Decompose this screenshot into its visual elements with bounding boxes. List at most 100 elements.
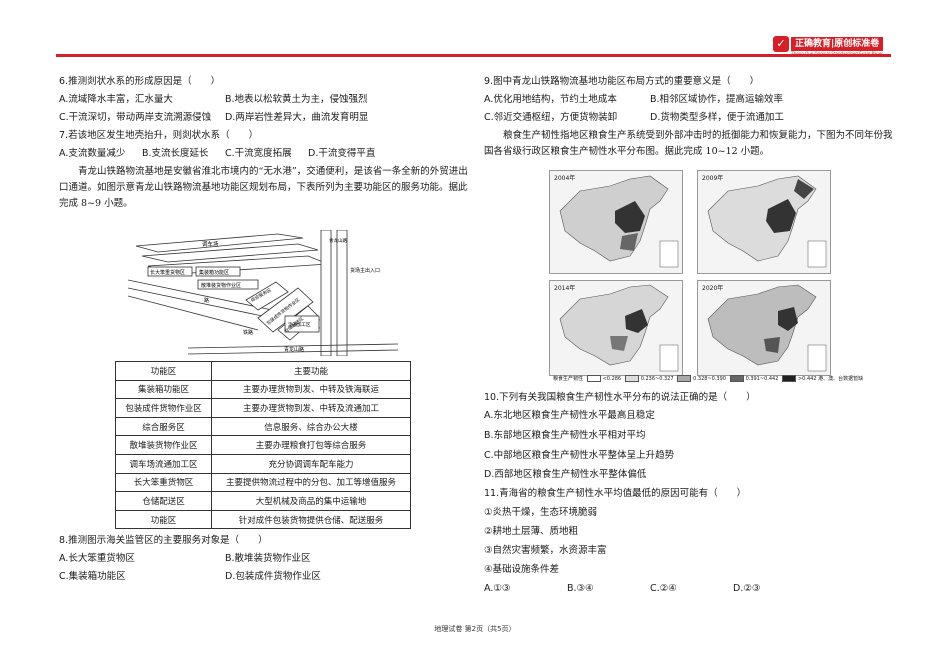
q11-option-c: C.②④	[650, 583, 677, 594]
china-map-shape	[559, 175, 679, 268]
brand-subtitle: Zheng Que Original Standardized Exam Pap…	[791, 51, 883, 56]
question-10-stem: 10.下列有关我国粮食生产韧性水平分布的说法正确的是（ ）	[484, 392, 756, 403]
label-bulky-area: 长大笨重货物区	[150, 269, 185, 276]
checkmark-icon: ✓	[773, 36, 789, 52]
table-cell: 大型机械及商品的集中运输地	[211, 491, 411, 511]
table-cell: 集装箱功能区	[115, 379, 212, 400]
q11-option-d: D.②③	[733, 583, 761, 594]
label-road-top: 青龙山路	[329, 237, 347, 244]
question-8-stem: 8.推测图示海关监管区的主要服务对象是（ ）	[59, 535, 268, 546]
q10-option-d: D.西部地区粮食生产韧性水平整体偏低	[484, 469, 647, 480]
label-container-area: 集装箱功能区	[199, 269, 229, 276]
question-6-stem: 6.推测剡状水系的形成原因是（ ）	[59, 76, 221, 87]
table-row: 调车场流通加工区充分协调调车配车能力	[115, 453, 411, 474]
table-row: 集装箱功能区主要办理货物到发、中转及铁海联运	[115, 379, 411, 400]
legend-swatch	[677, 375, 692, 382]
q11-item-4: ④基础设施条件差	[484, 564, 560, 575]
q9-option-d: D.货物类型多样，便于流通加工	[650, 112, 784, 123]
map-year-label: 2014年	[554, 285, 576, 292]
table-cell: 充分协调调车配车能力	[211, 453, 411, 474]
label-main-entrance: 货场主出入口	[350, 267, 380, 274]
legend-item: 0.328~0.390	[693, 376, 726, 382]
map-year-label: 2009年	[702, 175, 724, 182]
q10-option-a: A.东北地区粮食生产韧性水平最高且稳定	[484, 410, 655, 421]
q10-option-b: B.东部地区粮食生产韧性水平相对平均	[484, 430, 646, 441]
legend-swatch	[586, 375, 601, 382]
q11-item-1: ①炎热干燥，生态环境脆弱	[484, 507, 598, 518]
q6-option-b: B.地表以松软黄土为主，侵蚀强烈	[225, 94, 368, 105]
map-2020: 2020年	[697, 280, 831, 376]
table-cell: 综合服务区	[115, 416, 212, 437]
q7-option-a: A.支流数量减少	[59, 148, 126, 159]
table-cell: 长大笨重货物区	[115, 472, 212, 493]
question-9-stem: 9.图中青龙山铁路物流基地功能区布局方式的重要意义是（ ）	[484, 76, 760, 87]
map-2004: 2004年	[549, 170, 683, 274]
legend-item: >0.442	[797, 376, 817, 382]
china-map-shape	[707, 284, 827, 372]
map-legend: 粮食生产韧性 <0.286 0.236~0.327 0.328~0.390 0.…	[553, 375, 863, 382]
table-row: 散堆装货物作业区主要办理粮食打包等综合服务	[115, 435, 411, 455]
page-footer: 地理试卷 第2页（共5页）	[434, 625, 516, 633]
table-cell: 主要提供物流过程中的分包、加工等增值服务	[211, 472, 411, 493]
map-year-label: 2004年	[554, 175, 576, 182]
china-map-shape	[559, 284, 679, 372]
brand-logo-group: ✓ 正确教育|原创标准卷 Zheng Que Original Standard…	[773, 36, 893, 56]
legend-swatch	[624, 375, 639, 382]
legend-note: 港、澳、台数据暂缺	[818, 376, 864, 382]
question-11-stem: 11.青海省的粮食生产韧性水平均值最低的原因可能有（ ）	[484, 488, 747, 499]
table-cell: 主要办理货物到发、中转及铁海联运	[211, 379, 411, 400]
q7-option-b: B.支流长度延长	[142, 148, 209, 159]
map-2014: 2014年	[549, 280, 683, 376]
q7-option-d: D.干流变得平直	[308, 148, 376, 159]
q11-option-b: B.③④	[567, 583, 594, 594]
map-2009: 2009年	[697, 170, 831, 274]
q6-option-d: D.两岸岩性差异大，曲流发育明显	[225, 112, 369, 123]
label-bulk-area: 散堆装货物作业区	[201, 282, 241, 289]
label-railyard: 调车场	[202, 240, 219, 248]
q8-option-c: C.集装箱功能区	[59, 571, 126, 582]
q7-option-c: C.干流宽度拓展	[225, 148, 292, 159]
q9-option-b: B.相邻区域协作，提高运输效率	[650, 94, 784, 105]
q11-option-a: A.①③	[484, 583, 511, 594]
table-cell: 散堆装货物作业区	[115, 435, 212, 455]
q8-option-a: A.长大笨重货物区	[59, 553, 135, 564]
table-row: 长大笨重货物区主要提供物流过程中的分包、加工等增值服务	[115, 472, 411, 493]
q6-option-c: C.干流深切，带动两岸支流溯源侵蚀	[59, 112, 212, 123]
legend-swatch	[781, 375, 796, 382]
label-distribution-area: 流通加工区	[288, 321, 311, 328]
legend-item: <0.286	[602, 376, 622, 382]
passage-10-12: 粮食生产韧性指地区粮食生产系统受到外部冲击时的抵御能力和恢复能力，下图为不同年份…	[484, 130, 893, 157]
table-header-cell: 功能区	[115, 361, 212, 381]
logistics-base-layout-map: 调车场 长大笨重货物区 集装箱功能区 散堆装货物作业区 综合服务区 包装成件货物…	[128, 230, 400, 356]
table-header-row: 功能区 主要功能	[115, 361, 411, 381]
table-header-cell: 主要功能	[211, 361, 411, 381]
q10-option-c: C.中部地区粮食生产韧性水平整体呈上升趋势	[484, 450, 675, 461]
label-road-left: 路	[204, 297, 209, 304]
table-cell: 仓储配送区	[115, 491, 212, 511]
header-divider	[56, 54, 891, 57]
map-year-label: 2020年	[702, 285, 724, 292]
legend-item: 0.236~0.327	[640, 376, 674, 382]
legend-item: 0.391~0.442	[745, 376, 779, 382]
q9-option-c: C.邻近交通枢纽，方便货物装卸	[484, 112, 618, 123]
table-row: 功能区针对成件包装货物提供仓储、配送服务	[115, 509, 411, 530]
passage-8-9: 青龙山铁路物流基地是安徽省淮北市境内的“无水港”，交通便利，是该省一条全新的外贸…	[59, 166, 468, 209]
table-cell: 功能区	[115, 509, 212, 530]
table-cell: 针对成件包装货物提供仓储、配送服务	[211, 509, 411, 530]
table-cell: 调车场流通加工区	[115, 453, 212, 474]
table-cell: 主要办理货物到发、中转及流通加工	[211, 398, 411, 418]
legend-title: 粮食生产韧性	[553, 376, 584, 382]
legend-swatch	[729, 375, 744, 382]
table-cell: 主要办理粮食打包等综合服务	[211, 435, 411, 455]
q8-option-b: B.散堆装货物作业区	[225, 553, 311, 564]
china-map-shape	[707, 175, 827, 268]
q9-option-a: A.优化用地结构，节约土地成本	[484, 94, 617, 105]
question-7-stem: 7.若该地区发生地壳抬升，则剡状水系（ ）	[59, 130, 259, 141]
q8-option-d: D.包装成件货物作业区	[225, 571, 321, 582]
table-cell: 包装成件货物作业区	[115, 398, 212, 418]
label-road-bottom: 青龙山路	[284, 346, 304, 353]
label-railway: 铁路	[243, 329, 253, 336]
brand-name: 正确教育|原创标准卷	[791, 37, 884, 51]
q11-item-2: ②耕地土层薄、质地粗	[484, 526, 579, 537]
q11-item-3: ③自然灾害频繁，水资源丰富	[484, 545, 607, 556]
